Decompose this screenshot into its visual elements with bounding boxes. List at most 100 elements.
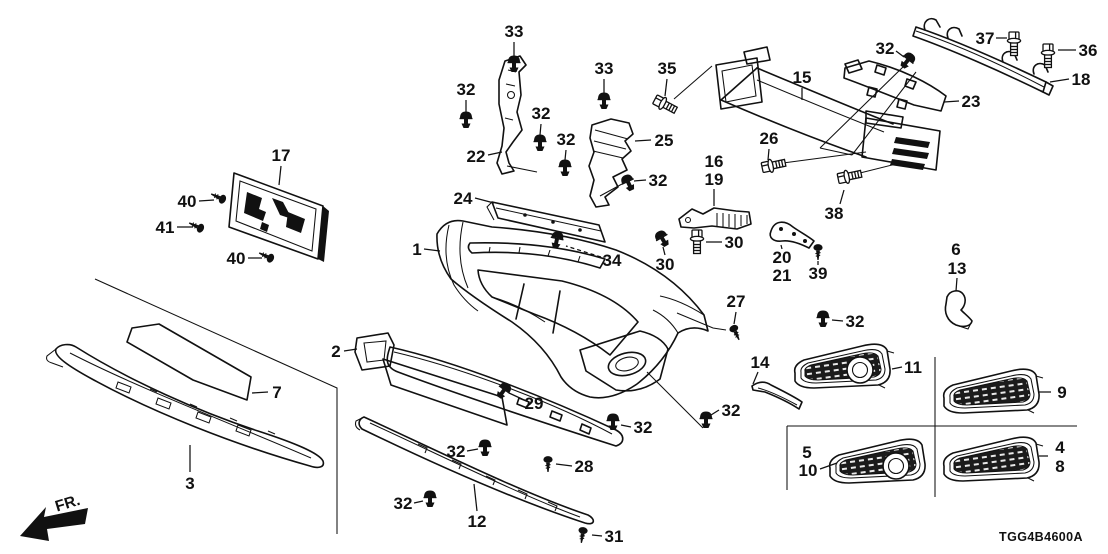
part-label-10-50: 10 (799, 461, 818, 480)
leader-line-14-46 (752, 371, 759, 385)
part-22-side-spacer-bracket (496, 55, 527, 175)
leader-line-18-17 (1049, 78, 1070, 83)
screw-icon (186, 218, 206, 235)
part-9-fog-garnish-blank-left (942, 368, 1044, 414)
part-label-5-49: 5 (802, 443, 811, 462)
leader-line-17-5 (278, 165, 282, 186)
part-label-12-44: 12 (468, 512, 487, 531)
clip-icon (815, 309, 831, 328)
screw-icon (812, 243, 824, 261)
part-label-24-4: 24 (454, 189, 473, 208)
part-7-lower-mesh-grille (126, 323, 252, 401)
leader-line-35-12 (664, 78, 668, 97)
leader-line-11-47 (891, 366, 903, 370)
part-20-21-bumper-side-bracket (769, 221, 815, 249)
part-label-7-36: 7 (272, 383, 281, 402)
detail-box-part3 (94, 278, 338, 534)
part-label-8-52: 8 (1055, 457, 1064, 476)
part-label-41-7: 41 (156, 218, 175, 237)
clip-icon (557, 158, 573, 177)
part-label-32-43: 32 (394, 494, 413, 513)
part-1-front-bumper-face (436, 219, 709, 399)
part-2-front-bumper-lower-skirt (354, 332, 624, 447)
part-15-bumper-reinforcement-beam (715, 46, 941, 171)
leader-line-32-43 (413, 500, 424, 504)
fr-direction-arrow: FR. (20, 492, 88, 541)
part-label-33-11: 33 (595, 59, 614, 78)
part-label-28-42: 28 (575, 457, 594, 476)
part-label-16-22: 16 (705, 152, 724, 171)
clip-icon (506, 54, 522, 73)
part-label-20-28: 20 (773, 248, 792, 267)
fr-arrow-icon (20, 507, 88, 541)
leader-line-28-42 (555, 463, 573, 467)
leader-line-30-26 (662, 246, 666, 256)
part-label-36-16: 36 (1079, 41, 1098, 60)
leader-line-20-28 (780, 244, 783, 250)
fr-arrow-label: FR. (53, 492, 82, 516)
garnish-variant-dividers (786, 357, 1077, 497)
part-25-side-spacer-bracket (588, 118, 634, 208)
leader-line-10-50 (819, 462, 838, 470)
part-label-4-51: 4 (1055, 438, 1065, 457)
leader-line-32-2 (539, 123, 542, 136)
part-label-13-32: 13 (948, 259, 967, 278)
leader-line-22-3 (487, 151, 503, 156)
part-label-35-12: 35 (658, 59, 677, 78)
leader-line-29-38 (508, 392, 523, 400)
part-label-6-31: 6 (951, 240, 960, 259)
screw-icon (576, 525, 589, 545)
part-label-21-29: 21 (773, 266, 792, 285)
bolt-icon (836, 166, 864, 186)
leader-line-25-19 (634, 139, 652, 142)
leader-lines-layer (177, 37, 1076, 537)
part-label-30-26: 30 (656, 255, 675, 274)
part-4-8-fog-garnish-blank-right (942, 436, 1044, 482)
clip-icon (532, 133, 548, 152)
leader-line-13-32 (955, 277, 958, 292)
part-label-32-41: 32 (447, 442, 466, 461)
part-label-29-38: 29 (525, 394, 544, 413)
leader-line-32-14 (895, 50, 905, 58)
screw-icon (727, 323, 744, 343)
parts-artwork: FR. TGG4B4600A (20, 17, 1083, 544)
part-label-30-27: 30 (725, 233, 744, 252)
part-label-34-10: 34 (603, 251, 622, 270)
part-6-13-corner-bracket (944, 290, 973, 330)
part-label-15-13: 15 (793, 68, 812, 87)
part-label-32-40: 32 (634, 418, 653, 437)
part-label-18-17: 18 (1072, 70, 1091, 89)
part-label-32-2: 32 (532, 104, 551, 123)
part-label-40-6: 40 (178, 192, 197, 211)
leader-line-32-41 (466, 448, 479, 452)
bolt-icon (689, 229, 705, 255)
clip-icon (698, 410, 714, 429)
part-label-27-33: 27 (727, 292, 746, 311)
clip-icon (605, 412, 621, 431)
screw-icon (542, 455, 554, 473)
screw-icon (256, 248, 276, 265)
screw-icon (208, 189, 228, 206)
part-label-32-20: 32 (557, 130, 576, 149)
part-label-3-37: 3 (185, 474, 194, 493)
part-label-38-25: 38 (825, 204, 844, 223)
part-label-40-8: 40 (227, 249, 246, 268)
part-label-37-15: 37 (976, 29, 995, 48)
part-label-26-21: 26 (760, 129, 779, 148)
leader-line-31-45 (591, 534, 603, 537)
leader-line-26-21 (767, 148, 770, 161)
part-label-32-14: 32 (876, 39, 895, 58)
leader-line-34-10 (565, 245, 602, 258)
leader-line-12-44 (473, 483, 478, 512)
part-label-2-35: 2 (331, 342, 340, 361)
part-16-19-fog-light-bracket (678, 207, 752, 230)
leader-line-1-9 (423, 248, 441, 252)
part-label-32-34: 32 (846, 312, 865, 331)
clip-icon (422, 489, 438, 508)
part-3-front-lower-garnish (46, 343, 325, 469)
leader-line-24-4 (474, 197, 495, 204)
clip-icon (618, 171, 639, 194)
leader-line-40-6 (198, 199, 215, 202)
